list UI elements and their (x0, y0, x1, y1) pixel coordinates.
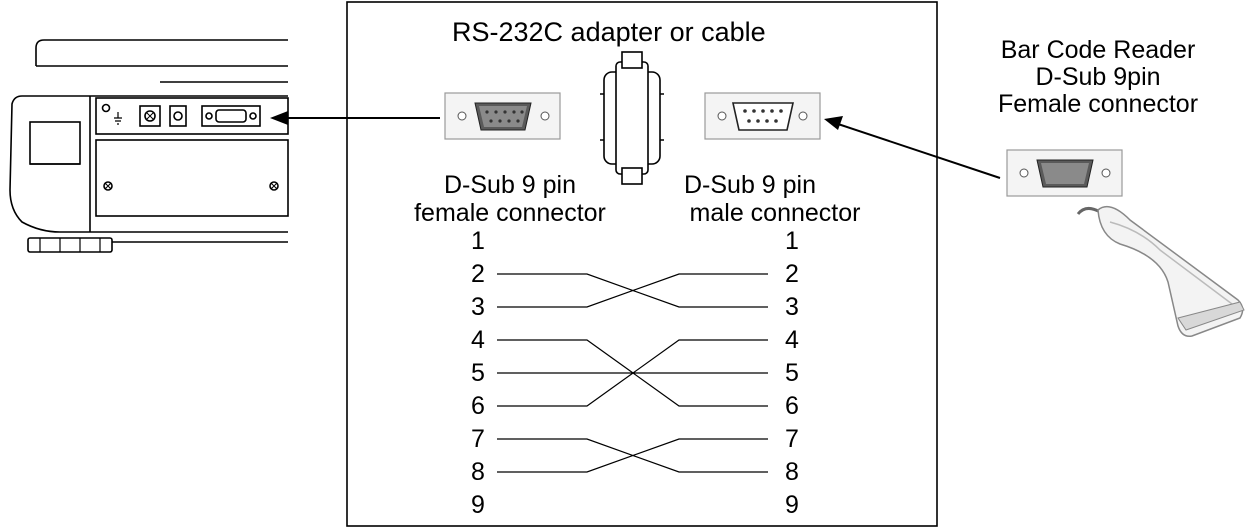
left-pin-4: 4 (471, 326, 485, 354)
wire-3-to-2 (497, 273, 768, 308)
left-pin-9: 9 (471, 491, 485, 519)
wire-6-to-4 (497, 339, 768, 407)
adapter-title: RS-232C adapter or cable (452, 17, 766, 47)
left-pin-7: 7 (471, 425, 485, 453)
left-connector-label-line1: D-Sub 9 pin (443, 171, 577, 199)
reader-label-line3: Female connector (997, 90, 1199, 118)
right-connector-label-line2: male connector (689, 199, 861, 227)
dsub-female-connector-icon (444, 92, 561, 140)
right-pin-7: 7 (785, 425, 799, 453)
left-pin-5: 5 (471, 359, 485, 387)
right-pin-2: 2 (785, 260, 799, 288)
right-pin-4: 4 (785, 326, 799, 354)
wire-8-to-7 (497, 438, 768, 473)
arrow-to-balance-port (270, 111, 440, 125)
right-pin-8: 8 (785, 458, 799, 486)
right-connector-label-line1: D-Sub 9 pin (683, 171, 817, 199)
reader-dsub-connector-icon (1006, 149, 1123, 197)
reader-label-line2: D-Sub 9pin (1035, 63, 1161, 91)
left-pin-1: 1 (471, 227, 485, 255)
right-pin-6: 6 (785, 392, 799, 420)
bar-code-reader-icon (1076, 205, 1245, 338)
balance-device (9, 39, 289, 253)
dsub-male-connector-icon (704, 92, 821, 140)
left-pin-2: 2 (471, 260, 485, 288)
left-connector-label-line2: female connector (414, 199, 606, 227)
left-pin-6: 6 (471, 392, 485, 420)
pin-wiring (497, 273, 768, 473)
right-pin-9: 9 (785, 491, 799, 519)
adapter-box (346, 1, 938, 527)
right-pin-5: 5 (785, 359, 799, 387)
reader-label-line1: Bar Code Reader (1000, 36, 1196, 64)
right-pin-3: 3 (785, 293, 799, 321)
left-pin-8: 8 (471, 458, 485, 486)
gender-changer-icon (600, 51, 664, 185)
right-pin-1: 1 (785, 227, 799, 255)
arrow-from-reader (824, 116, 1001, 179)
left-pin-3: 3 (471, 293, 485, 321)
